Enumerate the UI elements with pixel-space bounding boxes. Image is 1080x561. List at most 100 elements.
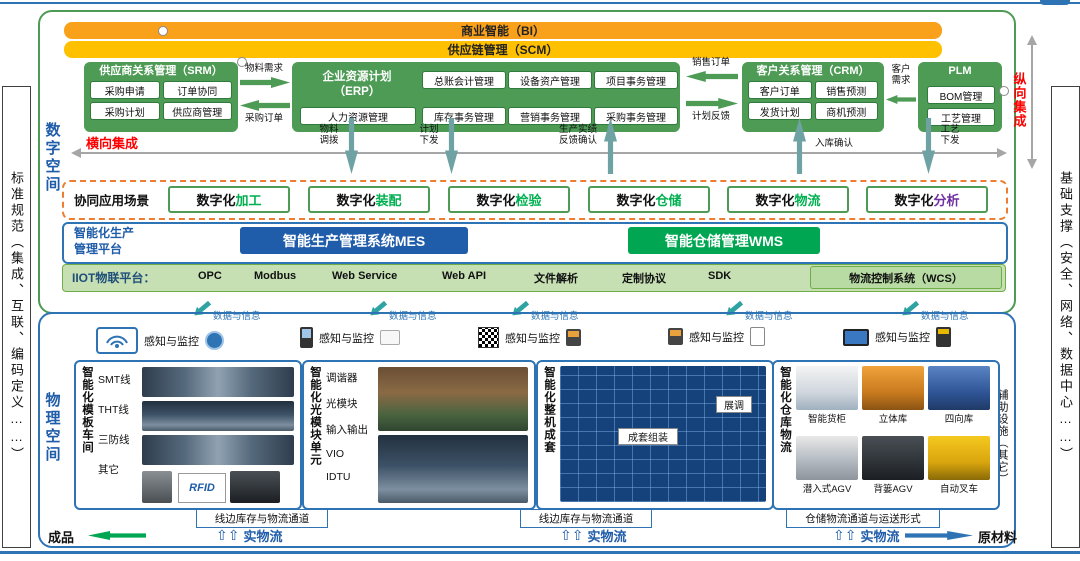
- erp-item: 项目事务管理: [594, 71, 678, 89]
- crm-block: 客户关系管理（CRM） 客户订单 销售预测 发货计划 商机预测: [742, 62, 884, 132]
- plm-item: 工艺管理: [927, 108, 995, 126]
- plan-feedback-arrow: [686, 98, 738, 109]
- connector-dot: [237, 57, 247, 67]
- raw-material-label: 原材料: [978, 530, 1018, 545]
- factory-floorplan-photo: 成套组装 展调: [560, 366, 766, 502]
- bottom-rule: [0, 551, 1080, 554]
- inbound-confirm-label: 入库确认: [814, 138, 853, 149]
- monitor-label: 感知与监控: [319, 332, 374, 345]
- workshop-smt-box: 智能化模板车间 SMT线 THT线 三防线 其它 RFID: [74, 360, 302, 510]
- label-printer-photo: [230, 471, 280, 503]
- production-line-photo: [378, 435, 528, 503]
- sales-order-arrow: [686, 71, 738, 82]
- erp-block: 企业资源计划 （ERP） 人力资源管理 总账会计管理 设备资产管理 项目事务管理…: [292, 62, 680, 132]
- production-line-photo: [142, 435, 294, 465]
- warehouse-cell: 立体库: [862, 366, 924, 425]
- corner-decoration: [1040, 0, 1070, 5]
- srm-item: 供应商管理: [162, 102, 232, 121]
- workshop-optical-title: 智能化光模块单元: [309, 366, 321, 466]
- crm-item: 商机预测: [814, 102, 878, 121]
- material-flow-group: ⇧⇧ 实物流: [560, 526, 626, 545]
- workshop-assembly-box: 智能化整机成套 成套组装 展调: [536, 360, 774, 510]
- four-way-warehouse-photo: [928, 366, 990, 410]
- workshop-smt-items: SMT线 THT线 三防线 其它: [98, 374, 131, 476]
- smart-cabinet-photo: [796, 366, 858, 410]
- iiot-label: IIOT物联平台：: [72, 271, 156, 285]
- monitor-label: 感知与监控: [505, 332, 560, 345]
- scenario-item: 数字化分析: [866, 186, 988, 213]
- equipment-rack-photo: [378, 367, 528, 431]
- scm-bar: 供应链管理（SCM）: [64, 41, 942, 58]
- protocol-sdk: SDK: [708, 270, 732, 282]
- infrastructure-sidebar: 基础支撑（安全、网络、数据中心……）: [1051, 86, 1080, 548]
- plan-feedback-label: 计划反馈: [691, 111, 730, 122]
- sensor-box-icon: [380, 330, 400, 345]
- physical-space-box: [38, 312, 1016, 548]
- erp-item: 库存事务管理: [422, 107, 506, 125]
- wifi-ap-icon: [96, 327, 138, 354]
- data-info-label: 数据与信息: [389, 311, 437, 322]
- production-line-photo: [142, 367, 294, 397]
- bi-bar: 商业智能（BI）: [64, 22, 942, 39]
- scenario-item: 数字化加工: [168, 186, 290, 213]
- scenario-item: 数字化检验: [448, 186, 570, 213]
- material-flow-label: 实物流: [587, 529, 627, 544]
- digital-space-label: 数字空间: [43, 122, 61, 194]
- process-issue-label: 工艺下发: [940, 124, 960, 147]
- scenario-item: 数字化物流: [727, 186, 849, 213]
- workshop-warehouse-title: 智能化仓库物流: [779, 366, 791, 454]
- workshop-assembly-title: 智能化整机成套: [543, 366, 555, 454]
- pda-icon: [300, 327, 313, 348]
- vertical-integration-label: 纵向集成: [1011, 72, 1027, 128]
- erp-title: 企业资源计划 （ERP）: [322, 71, 392, 98]
- srm-item: 采购申请: [90, 81, 160, 100]
- data-info-label: 数据与信息: [213, 311, 261, 322]
- purchase-order-label: 采购订单: [244, 113, 283, 124]
- scenarios-box: [62, 180, 1008, 220]
- erp-item: 人力资源管理: [300, 107, 416, 125]
- warehouse-cell: 自动叉车: [928, 436, 990, 495]
- scenario-item: 数字化仓储: [588, 186, 710, 213]
- tablet-icon: [843, 328, 869, 346]
- mes-box: 智能生产管理系统MES: [240, 227, 468, 254]
- production-feedback-label: 生产实绩反馈确认: [558, 124, 597, 147]
- workshop-optical-items: 调谐器 光模块 输入输出 VIO IDTU: [326, 372, 368, 483]
- workshop-warehouse-box: 智能化仓库物流 智能货柜 立体库 四向库 潜入式AGV 背篓AGV 自动叉车: [772, 360, 1000, 510]
- monitor-group: 感知与监控: [843, 327, 951, 347]
- handheld-device-icon: [566, 329, 581, 346]
- up-flow-icon: ⇧⇧: [560, 527, 584, 543]
- up-flow-icon: ⇧⇧: [216, 527, 240, 543]
- data-info-label: 数据与信息: [531, 311, 579, 322]
- production-line-photo: [142, 401, 294, 431]
- material-demand-arrow: [240, 77, 290, 88]
- connector-dot: [158, 26, 168, 36]
- plm-block: PLM BOM管理 工艺管理: [918, 62, 1002, 132]
- submersible-agv-photo: [796, 436, 858, 480]
- channel-label: 线边库存与物流通道: [520, 509, 652, 528]
- data-info-label: 数据与信息: [745, 311, 793, 322]
- srm-block: 供应商关系管理（SRM） 采购申请 订单协同 采购计划 供应商管理: [84, 62, 238, 132]
- protocol-opc: OPC: [198, 270, 222, 282]
- stereo-warehouse-photo: [862, 366, 924, 410]
- workshop-optical-box: 智能化光模块单元 调谐器 光模块 输入输出 VIO IDTU: [302, 360, 536, 510]
- material-flow-label: 实物流: [860, 529, 900, 544]
- monitor-group: 感知与监控: [96, 327, 224, 354]
- raw-material-arrow: [905, 531, 973, 540]
- material-flow-group: ⇧⇧ 实物流: [216, 526, 282, 545]
- tuning-area-label: 展调: [716, 396, 752, 413]
- wms-box: 智能仓储管理WMS: [628, 227, 820, 254]
- qr-code-icon: [478, 327, 499, 348]
- erp-item: 营销事务管理: [508, 107, 592, 125]
- wcs-box: 物流控制系统（WCS）: [810, 266, 1002, 289]
- crm-item: 销售预测: [814, 81, 878, 100]
- workshop-smt-title: 智能化模板车间: [81, 366, 93, 454]
- plm-item: BOM管理: [927, 86, 995, 104]
- scenarios-label: 协同应用场景: [74, 194, 150, 208]
- protocol-modbus: Modbus: [254, 270, 297, 282]
- channel-label: 线边库存与物流通道: [196, 509, 328, 528]
- blue-badge-icon: [205, 331, 224, 350]
- reader-device-icon: [668, 328, 683, 345]
- monitor-group: 感知与监控: [668, 327, 765, 346]
- erp-item: 采购事务管理: [594, 107, 678, 125]
